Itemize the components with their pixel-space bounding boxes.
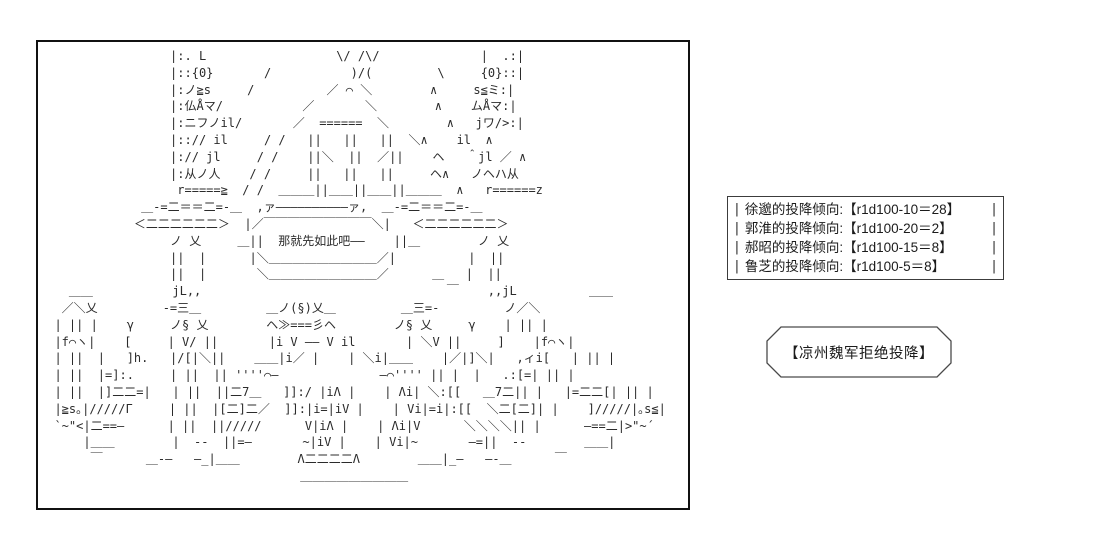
box-side-bar: | <box>733 259 741 274</box>
result-bubble: 【凉州魏军拒绝投降】 <box>766 326 952 378</box>
box-side-bar: | <box>990 202 998 217</box>
box-side-bar: | <box>990 221 998 236</box>
dice-roll-text: 郭淮的投降倾向:【r1d100-20＝2】 <box>744 221 953 236</box>
box-side-bar: | <box>733 202 741 217</box>
dice-roll-text: 鲁芝的投降倾向:【r1d100-5＝8】 <box>744 259 946 274</box>
dice-roll-text: 郝昭的投降倾向:【r1d100-15＝8】 <box>744 240 953 255</box>
box-side-bar: | <box>990 240 998 255</box>
dice-roll-row: | 郝昭的投降倾向:【r1d100-15＝8】 | <box>733 239 998 256</box>
dice-roll-row: | 鲁芝的投降倾向:【r1d100-5＝8】 | <box>733 258 998 275</box>
dice-roll-row: | 郭淮的投降倾向:【r1d100-20＝2】 | <box>733 220 998 237</box>
ascii-art-scene: |:. L \/ /\/ | .:| |::{0} / )/( \ {0}::|… <box>54 49 666 483</box>
result-text: 【凉州魏军拒绝投降】 <box>784 345 934 362</box>
box-side-bar: | <box>990 259 998 274</box>
dice-roll-row: | 徐邈的投降倾向:【r1d100-10＝28】 | <box>733 201 998 218</box>
octagon-frame <box>766 326 952 378</box>
dice-roll-text: 徐邈的投降倾向:【r1d100-10＝28】 <box>744 202 961 217</box>
box-side-bar: | <box>733 221 741 236</box>
ascii-art-panel: |:. L \/ /\/ | .:| |::{0} / )/( \ {0}::|… <box>36 40 690 510</box>
dice-roll-box: | 徐邈的投降倾向:【r1d100-10＝28】 | | 郭淮的投降倾向:【r1… <box>727 196 1004 280</box>
box-side-bar: | <box>733 240 741 255</box>
